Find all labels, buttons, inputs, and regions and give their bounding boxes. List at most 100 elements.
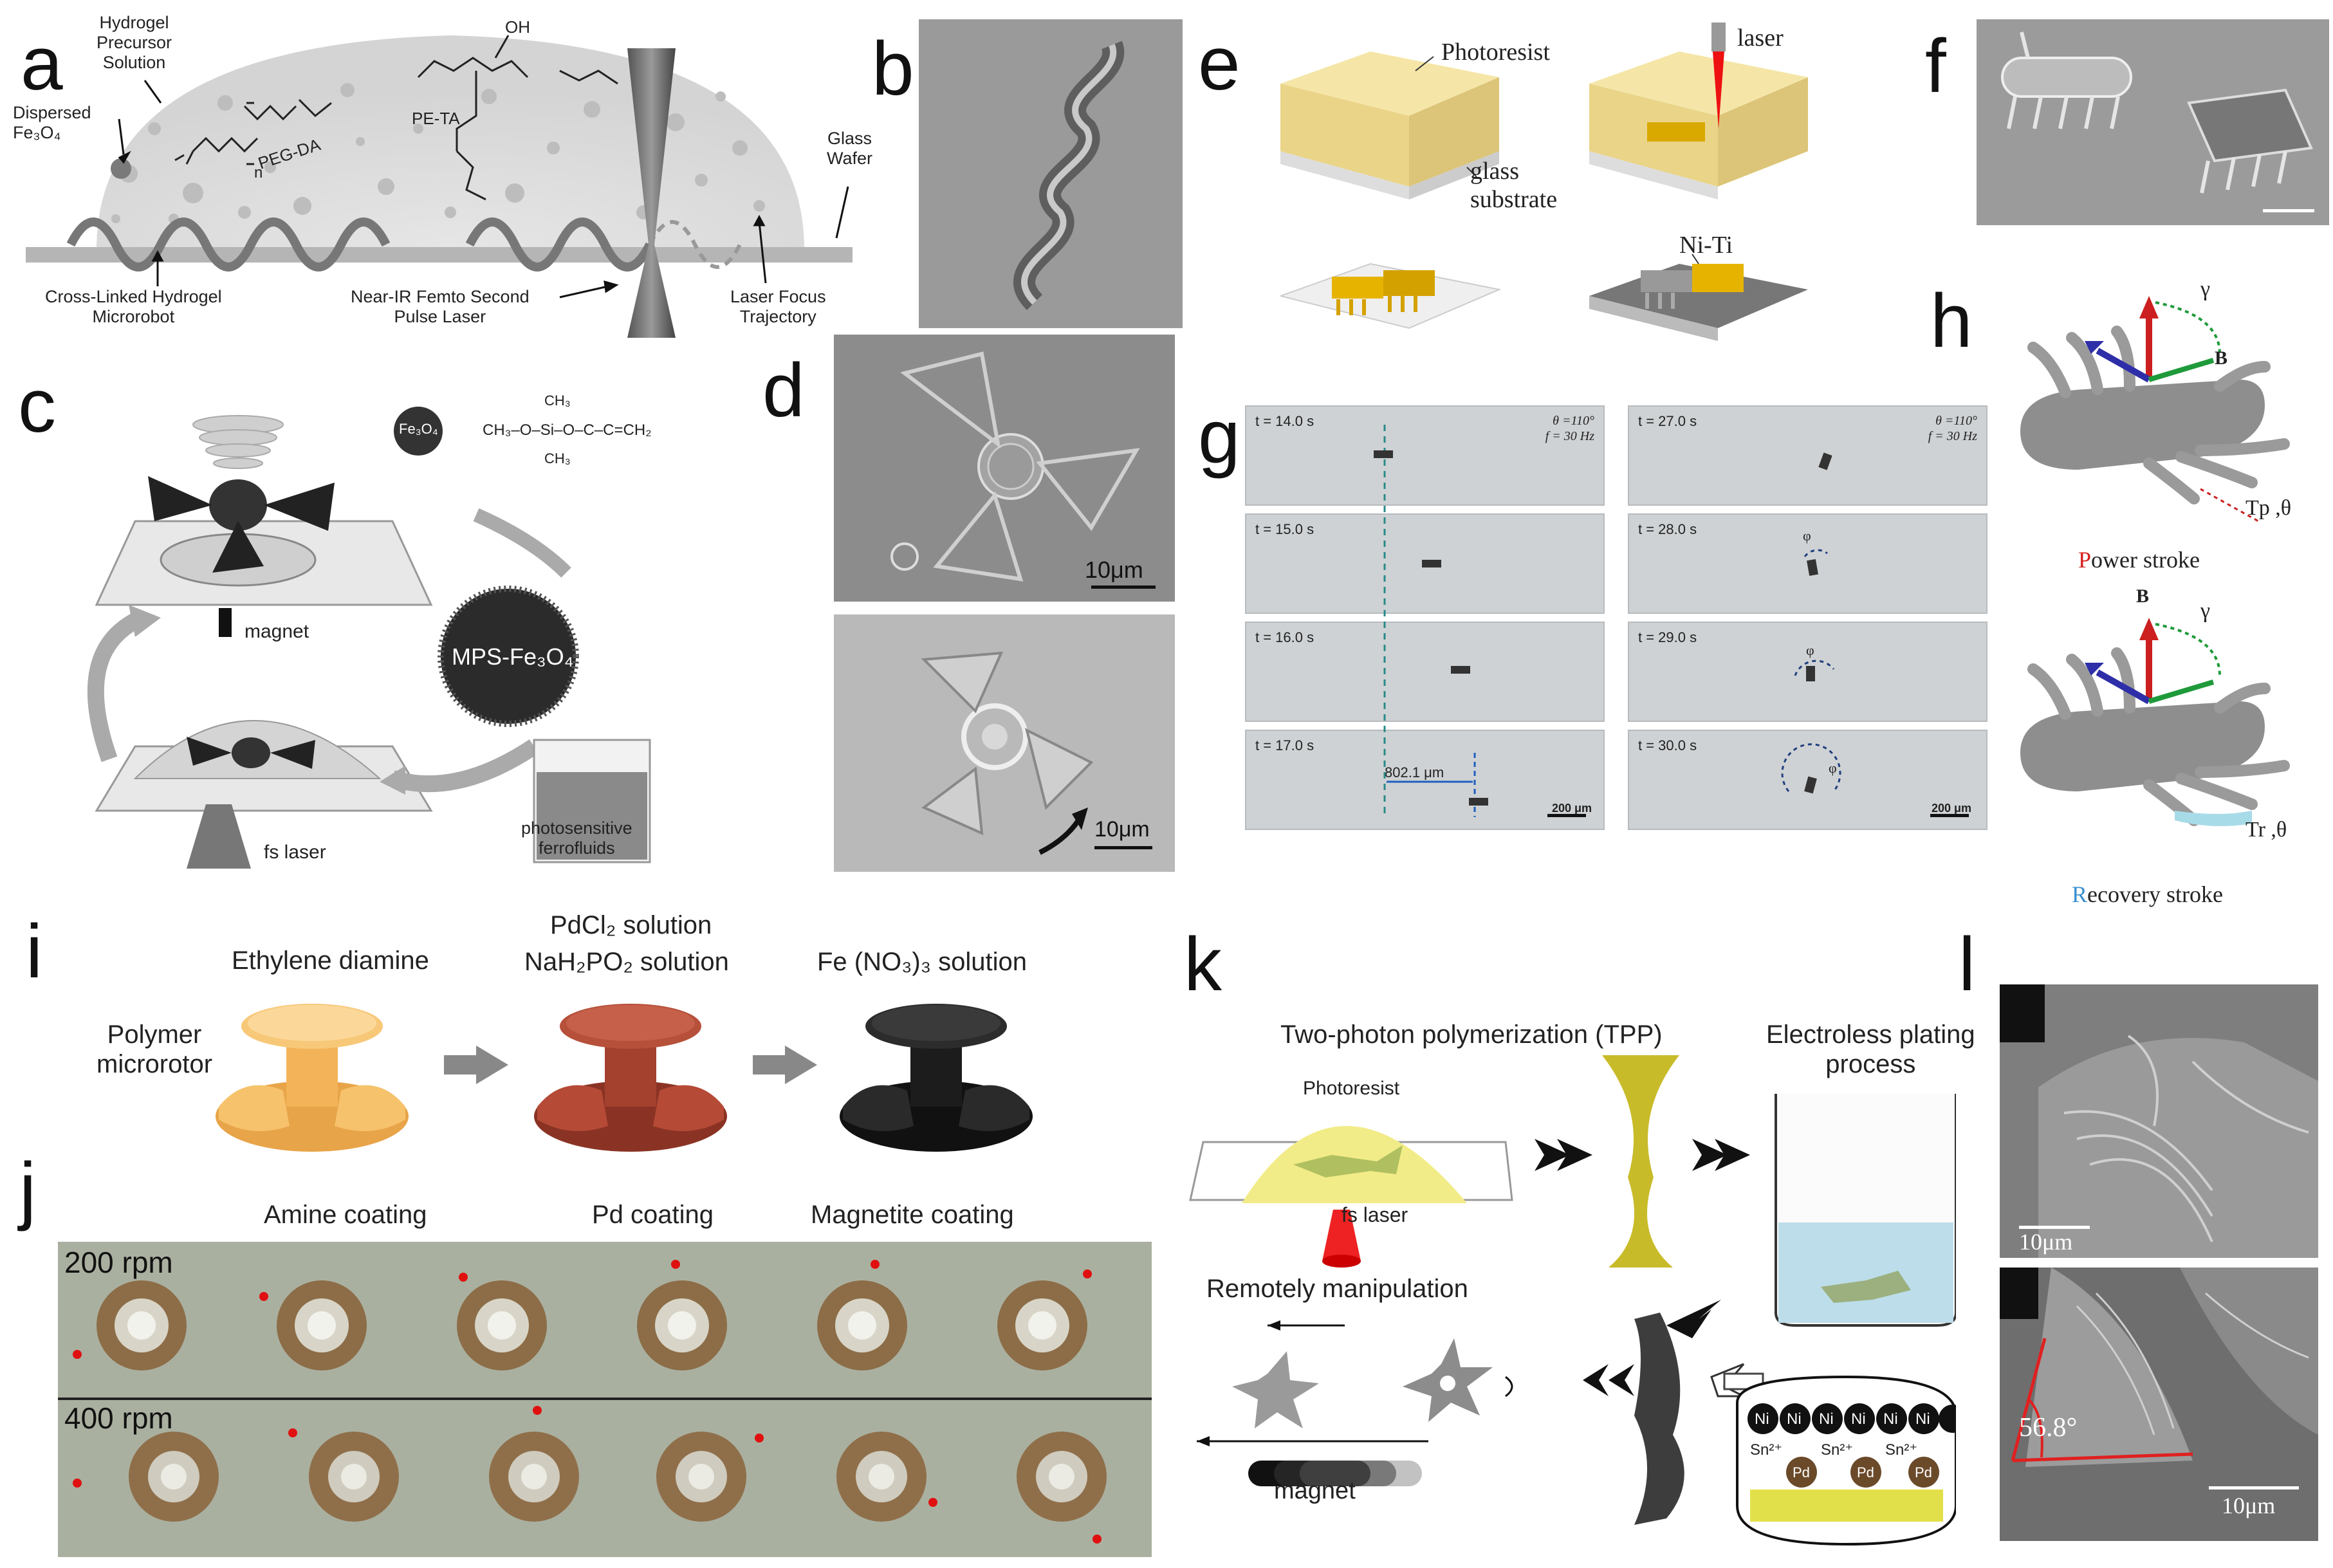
magnetite-coating-label: Magnetite coating [811, 1201, 1014, 1229]
panel-j: 200 rpm 400 rpm [58, 1242, 1152, 1557]
phi-label: φ [1803, 528, 1811, 544]
ni-atoms [1747, 1403, 1956, 1434]
ni-ti-coated-structure [1589, 264, 1808, 341]
fe3o4-label: Fe₃O₄ [399, 421, 438, 437]
glass-wafer-label: Glass Wafer [827, 129, 873, 169]
laser-focus-trajectory [648, 220, 742, 269]
silane-formula: CH₃–O–Si–O–C–C=CH₂ [483, 421, 652, 439]
photoresist-label: Photoresist [1303, 1078, 1400, 1099]
panel-label-h: h [1930, 279, 1973, 364]
helix-being-written [465, 217, 654, 272]
panel-a: Hydrogel Precursor Solution Dispersed Fe… [0, 0, 873, 347]
remote-label: Remotely manipulation [1206, 1275, 1468, 1303]
frame-params: θ =110° f = 30 Hz [1928, 414, 1977, 443]
fe3o4-particles [111, 83, 765, 224]
panel-label-b: b [872, 26, 914, 111]
step-arrow-1 [444, 1046, 508, 1084]
row-200rpm [73, 1260, 1092, 1370]
rpm400-label: 400 rpm [64, 1401, 173, 1435]
ch3-top: CH₃ [544, 392, 571, 409]
ni-label-3: Ni [1819, 1410, 1834, 1428]
panel-h-schematic [2020, 296, 2290, 826]
plating-solution [1778, 1222, 1953, 1323]
sn-label-3: Sn²⁺ [1885, 1441, 1918, 1459]
photoresist-block-2 [1589, 23, 1808, 199]
panel-i-schematic [216, 1004, 1033, 1152]
scale-bar [1091, 586, 1156, 589]
rotating-microrotors [1232, 1338, 1493, 1428]
pd-label-3: Pd [1915, 1464, 1932, 1480]
panel-label-d: d [762, 348, 805, 433]
distance-label: 802.1 μm [1385, 764, 1444, 780]
photoresist-label: Photoresist [1441, 39, 1550, 66]
substrate-layer [1750, 1490, 1943, 1522]
row-divider [58, 1397, 1152, 1400]
panel-e: Photoresist laser glass substrate Ni-Ti [1280, 6, 1859, 367]
recovery-initial: R [2072, 881, 2088, 907]
panel-a-arrows [118, 80, 849, 299]
beaker [533, 739, 651, 863]
fs-laser-cone [187, 804, 251, 869]
glass-substrate-label: glass substrate [1470, 158, 1558, 213]
hydrogel-microrobot [66, 217, 391, 272]
panel-a-schematic [26, 35, 853, 338]
panel-g-overlay [1374, 425, 1969, 817]
scale-label: 10μm [1085, 557, 1143, 583]
ch3-bottom: CH₃ [544, 450, 571, 466]
panel-c-schematic [87, 407, 651, 869]
pd-label-1: Pd [1793, 1464, 1810, 1480]
triblade-rotor-optical [921, 651, 1094, 855]
panel-h: B γ Tp ,θ Power stroke B γ Tr ,θ Recover… [2007, 277, 2329, 914]
ethylene-label: Ethylene diamine [232, 946, 429, 975]
power-rest: ower stroke [2091, 547, 2200, 573]
mps-fe3o4-label: MPS-Fe₃O₄ [452, 643, 574, 670]
gamma-label-recovery: γ [2200, 599, 2211, 623]
ferrofluids-label: photosensitive ferrofluids [521, 818, 632, 858]
scale-bar [2263, 209, 2314, 212]
recovery-stroke-label: Recovery stroke [2072, 881, 2223, 908]
zoom-arrow [1723, 1372, 1764, 1390]
magnetic-field-rings [192, 415, 284, 469]
arrow-to-plating [1692, 1139, 1728, 1171]
frame-t15: t = 15.0 s [1245, 513, 1605, 614]
cycle-arrow-left [390, 739, 539, 793]
glass-wafer [26, 247, 853, 263]
upper-microrotor [148, 476, 335, 573]
frame-time: t = 30.0 s [1638, 737, 1697, 753]
peta-structure [417, 35, 618, 201]
mps-fe3o4-particle [441, 589, 576, 724]
panel-c: Fe₃O₄ MPS-Fe₃O₄ CH₃–O–Si–O–C–C=CH₂ CH₃ C… [58, 360, 759, 875]
tp-label: Tp ,θ [2245, 496, 2292, 520]
triblade-rotor-sem [890, 351, 1140, 582]
step-arrow-2 [753, 1046, 817, 1084]
frame-t17: t = 17.0 s 802.1 μm 200 μm [1245, 730, 1605, 830]
tpp-structure [1602, 1055, 1679, 1268]
written-star-shape [1293, 1145, 1403, 1177]
panel-i: Polymer microrotor Ethylene diamine PdCl… [97, 907, 1094, 1235]
sem-texture-top [2000, 984, 2318, 1258]
amine-coating-label: Amine coating [264, 1201, 427, 1229]
ni-label-6: Ni [1915, 1410, 1930, 1428]
panel-label-j: j [19, 1147, 37, 1232]
power-initial: P [2078, 547, 2092, 573]
frame-time: t = 15.0 s [1255, 521, 1314, 537]
arrow-to-tpp [1535, 1139, 1570, 1171]
fe-no3-label: Fe (NO₃)₃ solution [817, 948, 1027, 976]
scale-bar [2209, 1486, 2299, 1490]
ni-label-1: Ni [1755, 1410, 1769, 1428]
frame-t14: t = 14.0 s θ =110° f = 30 Hz [1245, 405, 1605, 506]
scale-label: 200 μm [1552, 802, 1592, 815]
ni-label-5: Ni [1883, 1410, 1898, 1428]
cycle-arrow-up [87, 610, 145, 762]
magnet-label: magnet [244, 621, 309, 642]
niti-label: Ni-Ti [1679, 232, 1733, 259]
frame-params: θ =110° f = 30 Hz [1545, 414, 1594, 443]
power-stroke-label: Power stroke [2078, 547, 2200, 573]
gamma-label-power: γ [2200, 277, 2211, 301]
panel-label-a: a [21, 21, 63, 106]
b-label-recovery: B [2136, 586, 2150, 607]
tpp-label: Two-photon polymerization (TPP) [1280, 1020, 1663, 1049]
peta-label: PE-TA [412, 109, 460, 128]
cycle-arrow-down [473, 508, 571, 578]
frame-time: t = 16.0 s [1255, 629, 1314, 645]
